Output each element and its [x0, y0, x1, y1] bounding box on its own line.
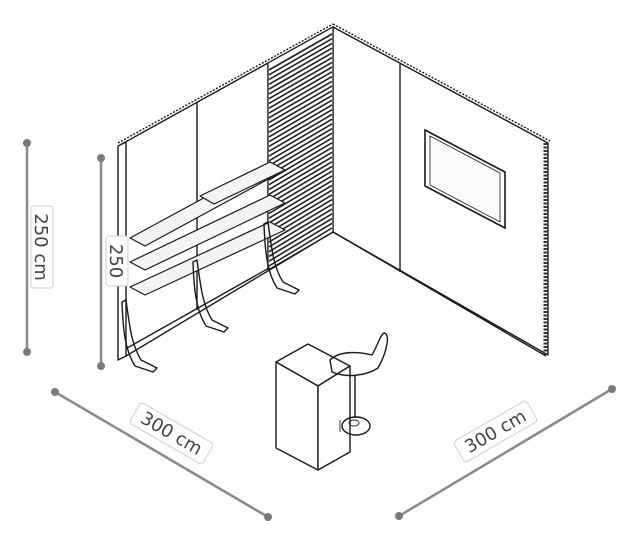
shelf-bottom — [129, 221, 286, 296]
shelf-support-3 — [121, 299, 158, 373]
slat-groove — [268, 109, 333, 148]
slat-groove — [268, 123, 333, 162]
slat-groove — [268, 156, 333, 195]
slat-groove — [268, 142, 333, 181]
dimension-height-outer: 250 cm — [23, 139, 54, 356]
floor-edge-left — [125, 231, 334, 357]
slat-groove — [268, 52, 333, 90]
slat-groove — [268, 75, 333, 114]
height-outer-label: 250 cm — [30, 213, 51, 281]
slat-groove — [268, 208, 333, 248]
slat-groove — [268, 113, 333, 152]
wall-screen — [424, 128, 506, 230]
slat-groove — [268, 90, 333, 129]
counter — [275, 343, 351, 471]
slat-groove — [268, 227, 333, 267]
floor-edge-right — [332, 231, 547, 357]
booth-illustration — [117, 23, 551, 471]
slat-groove — [268, 42, 333, 81]
slat-groove — [268, 189, 333, 229]
slat-groove — [268, 175, 333, 215]
slat-groove — [268, 222, 333, 262]
slat-groove — [268, 47, 333, 86]
slat-groove — [268, 179, 333, 219]
dimension-width-right: 300 cm — [395, 385, 616, 520]
shelving-unit — [121, 161, 300, 373]
slat-groove — [268, 118, 333, 157]
shelf-middle — [129, 194, 286, 271]
slat-groove — [268, 66, 333, 105]
slat-groove — [268, 161, 333, 200]
slat-groove — [268, 104, 333, 143]
slat-groove — [268, 165, 333, 205]
slat-groove — [268, 132, 333, 172]
slat-groove — [268, 127, 333, 167]
slat-groove — [268, 184, 333, 224]
dimension-width-left: 300 cm — [51, 388, 272, 521]
slat-groove — [268, 85, 333, 124]
slat-groove — [268, 151, 333, 191]
slat-groove — [268, 61, 333, 100]
slat-groove — [268, 146, 333, 186]
slat-groove — [268, 203, 333, 243]
slat-groove — [268, 56, 333, 95]
height-inner-label: 250 — [105, 244, 126, 278]
right-wall-top-edge — [332, 23, 551, 142]
bar-stool — [329, 332, 389, 436]
shelf-support-2 — [263, 221, 300, 295]
dimension-height-inner: 250 — [97, 154, 129, 370]
slat-groove — [268, 194, 333, 234]
slat-groove — [268, 38, 333, 76]
left-wall-top-edge — [117, 23, 334, 144]
slat-groove — [268, 217, 333, 258]
slat-groove — [268, 213, 333, 253]
slat-groove — [268, 99, 333, 138]
slat-groove — [268, 71, 333, 109]
shelf-support-1 — [192, 259, 229, 333]
slat-groove — [268, 80, 333, 119]
slat-groove — [268, 94, 333, 133]
slat-groove — [268, 33, 333, 71]
